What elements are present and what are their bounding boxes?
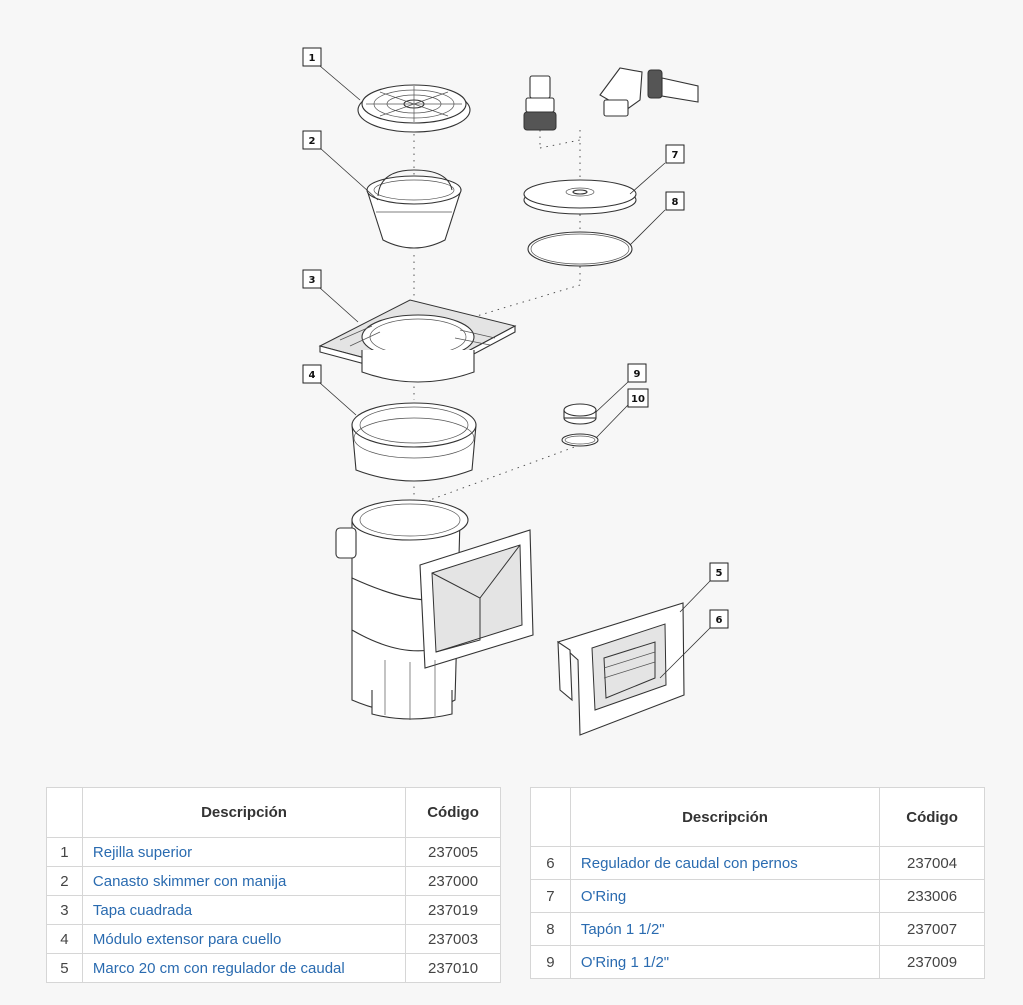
callout-6: 6 (709, 609, 729, 629)
table-row: 6 Regulador de caudal con pernos 237004 (530, 846, 985, 880)
table-header-row: Descripción Código (530, 787, 985, 847)
callout-2: 2 (302, 130, 322, 150)
row-description-link[interactable]: Canasto skimmer con manija (81, 866, 407, 896)
callout-8: 8 (665, 191, 685, 211)
part-5-frame (556, 602, 685, 736)
callout-7: 7 (665, 144, 685, 164)
row-description-link[interactable]: Tapón 1 1/2" (569, 912, 881, 946)
callout-4-label: 4 (309, 370, 316, 381)
callout-10: 10 (627, 388, 649, 408)
parts-table-left: Descripción Código 1 Rejilla superior 23… (46, 787, 501, 983)
header-num (530, 787, 571, 847)
row-description-link[interactable]: Marco 20 cm con regulador de caudal (81, 953, 407, 983)
row-num: 2 (46, 866, 83, 896)
part-7-oring-lid (523, 179, 637, 215)
skimmer-body (335, 499, 534, 720)
row-description-link[interactable]: Regulador de caudal con pernos (569, 846, 881, 880)
callout-5-label: 5 (716, 568, 723, 579)
row-num: 4 (46, 924, 83, 954)
parts-table-right: Descripción Código 6 Regulador de caudal… (530, 787, 985, 979)
callout-1-label: 1 (309, 53, 316, 64)
callout-5: 5 (709, 562, 729, 582)
callout-2-label: 2 (309, 136, 316, 147)
header-description: Descripción (569, 787, 881, 847)
part-3-square-lid (318, 299, 517, 383)
header-description: Descripción (81, 787, 407, 838)
row-num: 6 (530, 846, 571, 880)
row-description-link[interactable]: O'Ring (569, 879, 881, 913)
part-1-top-grate (357, 84, 471, 133)
table-row: 7 O'Ring 233006 (530, 879, 985, 913)
row-code: 237019 (405, 895, 501, 925)
table-row: 5 Marco 20 cm con regulador de caudal 23… (46, 953, 501, 983)
header-num (46, 787, 83, 838)
hose-connectors (523, 67, 699, 131)
table-row: 8 Tapón 1 1/2" 237007 (530, 912, 985, 946)
callout-3-label: 3 (309, 275, 316, 286)
row-num: 3 (46, 895, 83, 925)
row-num: 8 (530, 912, 571, 946)
table-row: 3 Tapa cuadrada 237019 (46, 895, 501, 925)
row-code: 237000 (405, 866, 501, 896)
row-code: 237007 (879, 912, 985, 946)
leader-lines (319, 65, 711, 679)
callout-3: 3 (302, 269, 322, 289)
callout-1: 1 (302, 47, 322, 67)
callout-8-label: 8 (672, 197, 679, 208)
callout-4: 4 (302, 364, 322, 384)
table-header-row: Descripción Código (46, 787, 501, 838)
row-code: 237003 (405, 924, 501, 954)
row-num: 1 (46, 837, 83, 867)
row-num: 7 (530, 879, 571, 913)
table-row: 2 Canasto skimmer con manija 237000 (46, 866, 501, 896)
row-num: 5 (46, 953, 83, 983)
row-description-link[interactable]: Rejilla superior (81, 837, 407, 867)
header-code: Código (405, 787, 501, 838)
row-code: 237010 (405, 953, 501, 983)
row-description-link[interactable]: O'Ring 1 1/2" (569, 945, 881, 979)
part-4-neck-extension (351, 402, 477, 482)
exploded-parts-diagram: 1 2 3 4 5 6 7 8 9 10 (302, 47, 729, 736)
part-8-oring (527, 231, 633, 267)
table-row: 1 Rejilla superior 237005 (46, 837, 501, 867)
part-10-oring (561, 433, 599, 447)
callout-7-label: 7 (672, 150, 679, 161)
part-9-plug (563, 403, 597, 425)
callout-6-label: 6 (716, 615, 723, 626)
table-row: 4 Módulo extensor para cuello 237003 (46, 924, 501, 954)
row-code: 233006 (879, 879, 985, 913)
row-code: 237005 (405, 837, 501, 867)
row-description-link[interactable]: Tapa cuadrada (81, 895, 407, 925)
callout-9-label: 9 (634, 369, 641, 380)
part-2-skimmer-basket (366, 169, 462, 249)
row-num: 9 (530, 945, 571, 979)
row-code: 237009 (879, 945, 985, 979)
row-code: 237004 (879, 846, 985, 880)
header-code: Código (879, 787, 985, 847)
callout-9: 9 (627, 363, 647, 383)
callout-10-label: 10 (631, 394, 645, 405)
row-description-link[interactable]: Módulo extensor para cuello (81, 924, 407, 954)
table-row: 9 O'Ring 1 1/2" 237009 (530, 945, 985, 979)
